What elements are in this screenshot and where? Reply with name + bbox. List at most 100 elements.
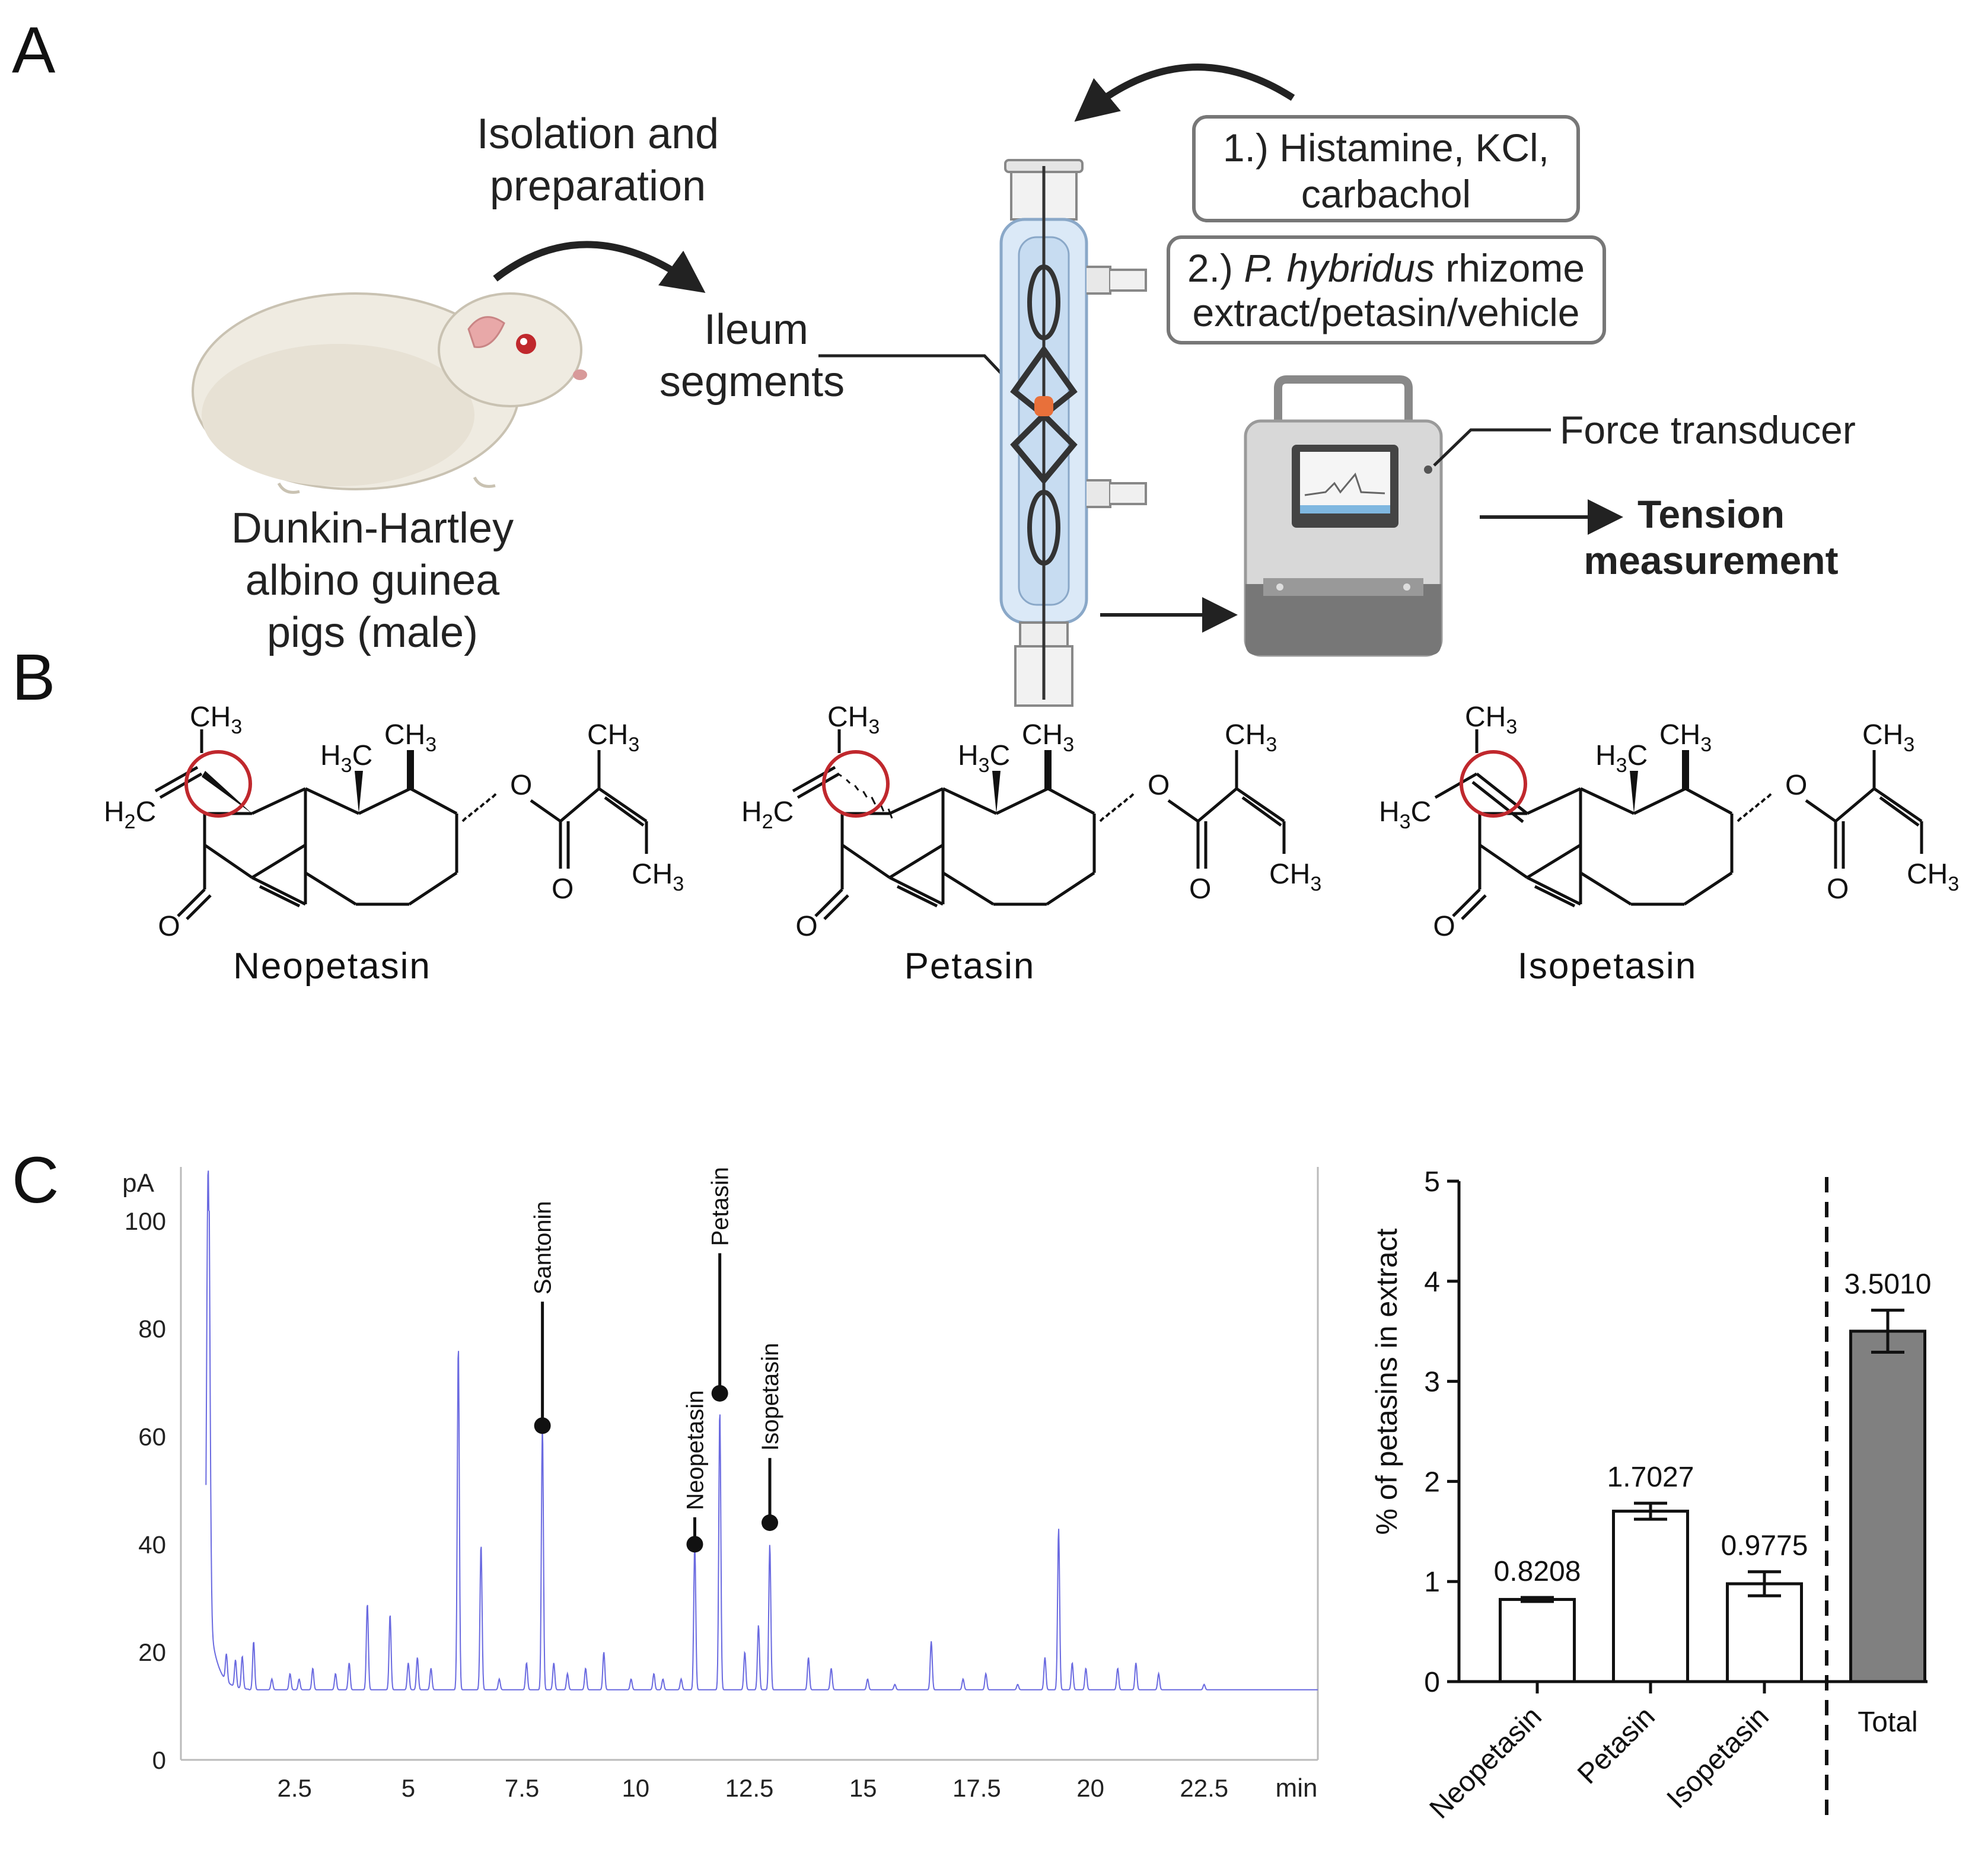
atom-label-part: O [158,911,180,942]
atom-label-part: 3 [1903,733,1914,756]
atom-label-part: CH [827,701,868,733]
bond [1167,799,1199,823]
atom-label-part: H [1379,796,1400,828]
atom-ch3-angelate: CH3 [1862,719,1914,756]
bond [479,802,485,808]
bond [409,787,458,815]
bar-category-label-total: Total [1858,1707,1917,1738]
bond [408,871,458,906]
step1-line1: 1.) Histamine, KCl, [1223,126,1549,170]
atom-ch3-terminal: CH3 [1269,859,1321,895]
atom-label-part: CH [1465,701,1506,733]
isolation-arrow [493,241,706,294]
atom-label-part: O [1148,770,1170,801]
bond [1099,816,1105,822]
atom-label-part: 3 [1063,733,1074,756]
atom-o-carbonyl: O [552,873,574,905]
force-transducer-label: Force transducer [1560,408,1856,452]
bond [995,787,1049,815]
bar-chart-y-tick-label: 4 [1424,1267,1440,1298]
animal-label-line1: Dunkin-Hartley [231,505,514,552]
bond [1461,894,1487,920]
atom-label-part: C [1627,740,1648,771]
animal-label-line2: albino guinea [246,557,500,604]
atom-label-part: H [320,740,341,771]
atom-h3c-isopropylidene: H3C [1379,796,1431,833]
bond [888,843,944,879]
panel-letter-a: A [12,14,56,87]
bond [823,894,849,920]
bar-value-label-petasin: 1.7027 [1607,1462,1694,1493]
bond [942,787,998,815]
bond [1633,787,1687,815]
atom-label-part: O [510,770,532,801]
bond [1579,787,1635,815]
bar-chart-y-tick-label: 2 [1424,1466,1440,1498]
bond [530,799,562,823]
chromatogram-x-tick-label: 12.5 [725,1774,774,1802]
atom-h3c: H3C [320,740,372,777]
bar-neopetasin [1499,1597,1576,1683]
bar-isopetasin [1726,1582,1803,1683]
atom-o-ester: O [1148,770,1170,801]
atom-label-part: H [1595,740,1616,771]
atom-label-part: 3 [1266,733,1277,756]
bond [854,784,859,791]
guinea-pig-illustration [192,292,587,494]
bond [888,876,944,906]
bond [1117,802,1123,808]
bond [485,798,491,803]
bond [888,787,944,815]
bond [887,808,893,819]
atom-label-part: CH [1659,719,1700,751]
bar-category-label-neopetasin: Neopetasin [1424,1701,1548,1825]
atom-o-ketone: O [158,911,180,942]
atom-label-part: CH [632,859,673,890]
petasin-bar-chart: % of petasins in extract 0123450.8208Neo… [1370,1166,1931,1825]
bond [1452,888,1481,917]
atom-label-part: 3 [1506,716,1517,738]
atom-o-ketone: O [795,911,817,942]
bar-chart-y-label: % of petasins in extract [1370,1228,1403,1535]
atom-label-part: 2 [762,811,773,833]
chromatogram-trace [205,1170,1318,1690]
bond [1805,799,1837,823]
bond [1241,796,1282,827]
annotation-label-isopetasin: Isopetasin [757,1343,783,1451]
bond [159,772,203,799]
atom-h3c: H3C [1595,740,1648,777]
bond [1737,816,1742,822]
step2-line2: extract/petasin/vehicle [1192,291,1579,334]
atom-label-part: 3 [1400,811,1411,833]
atom-label-part: H [741,796,762,828]
bond [259,885,301,908]
wedge-bond [1630,771,1638,814]
annotation-label-petasin: Petasin [708,1167,734,1246]
bond [598,787,648,823]
chromatogram-x-tick-label: 15 [849,1774,877,1802]
atom-label-part: 3 [1616,754,1627,777]
bond [1197,787,1238,822]
bond [1434,772,1478,799]
animal-label-line3: pigs (male) [267,609,478,656]
bar-value-label-total: 3.5010 [1844,1269,1932,1300]
bond [251,843,307,879]
atom-label-part: CH [384,719,425,751]
bond [797,772,840,799]
bond [1111,807,1117,813]
bond [177,888,206,917]
bond [1105,812,1111,818]
atom-label-part: 3 [628,733,639,756]
bond [871,796,877,805]
atom-ch3-top: CH3 [384,719,437,756]
atom-label-part: 2 [125,811,136,833]
bond [1526,787,1582,815]
bond [1684,787,1733,815]
bond [841,843,891,879]
wedge-bond [992,771,1001,814]
compound-name-petasin: Petasin [904,946,1036,987]
